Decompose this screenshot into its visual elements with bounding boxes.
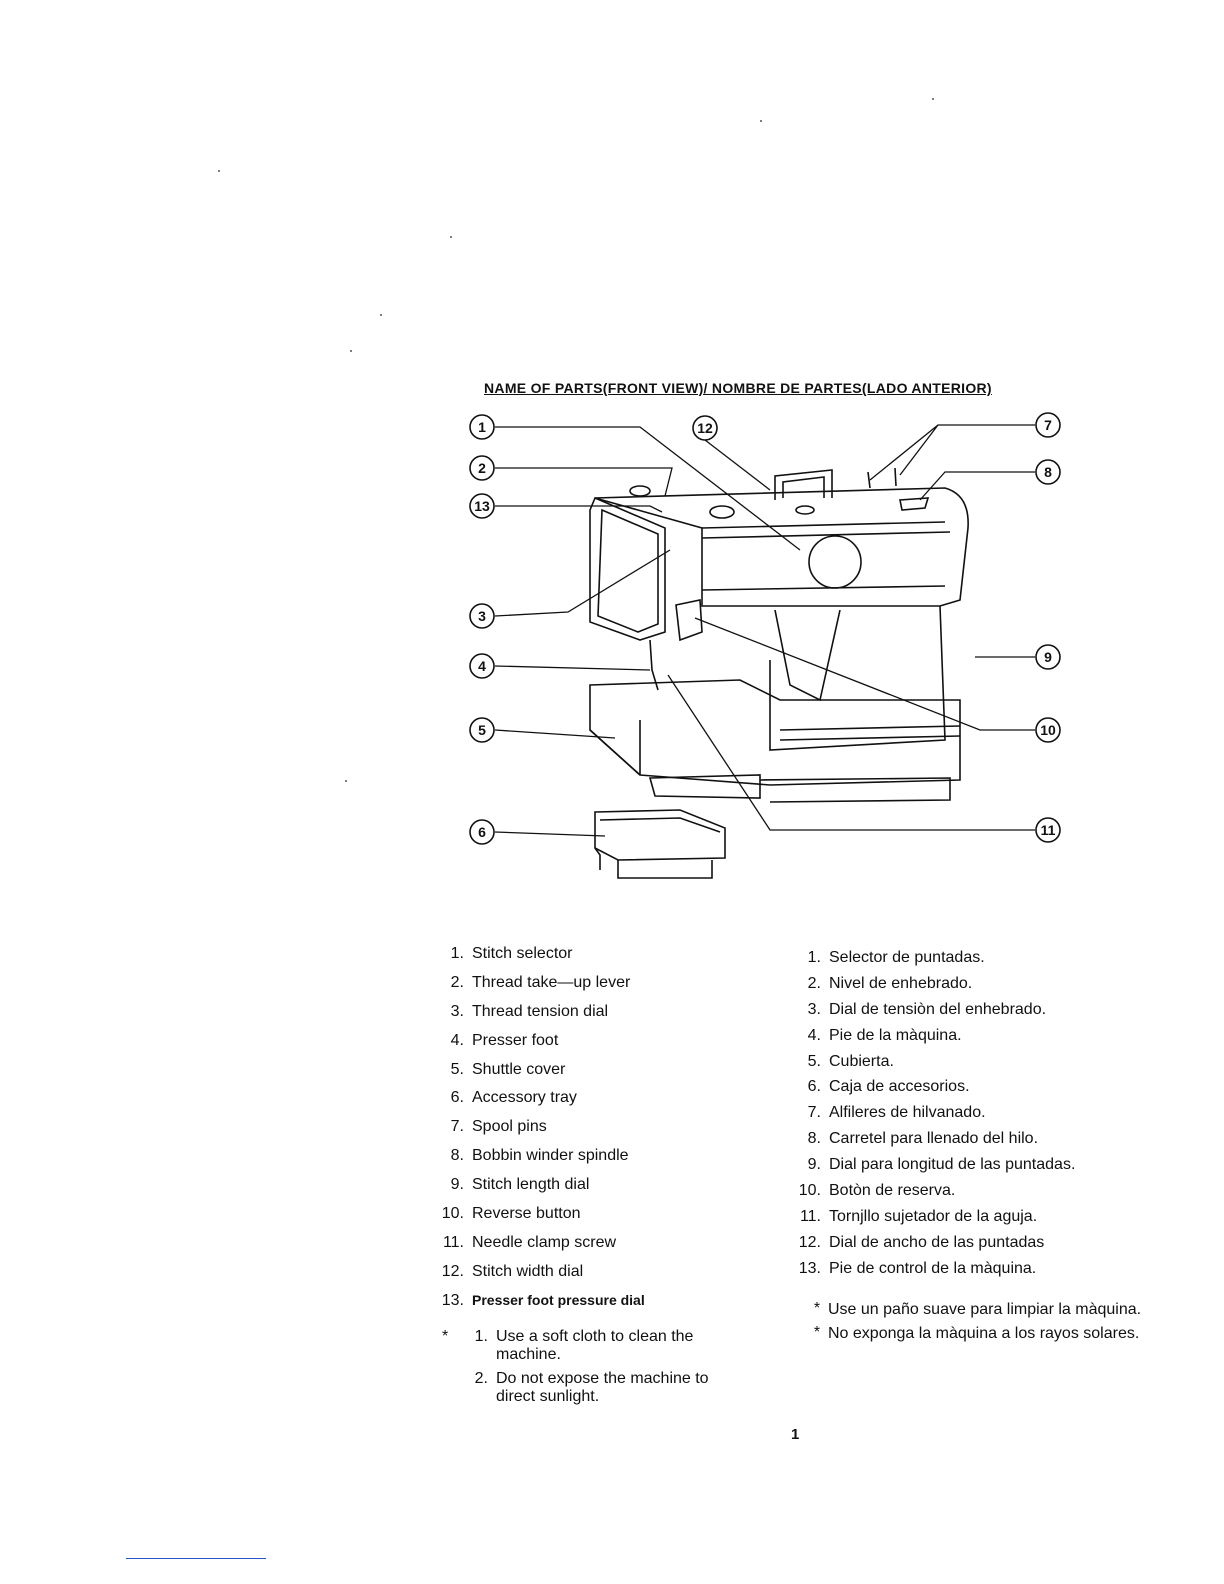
list-item: 9.Dial para longitud de las puntadas. <box>807 1156 1076 1174</box>
callout-11: 11 <box>1035 817 1061 843</box>
bullet-icon: * <box>813 1324 821 1341</box>
callout-12: 12 <box>692 415 718 441</box>
callout-4-label: 4 <box>478 658 486 674</box>
parts-list-english: 1.Stitch selector 2.Thread take—up lever… <box>430 945 760 1321</box>
list-item: 13.Pie de control de la màquina. <box>798 1259 1037 1277</box>
list-item: 13.Presser foot pressure dial <box>441 1291 645 1309</box>
callout-4: 4 <box>469 653 495 679</box>
callout-10: 10 <box>1035 717 1061 743</box>
list-item: 2. Do not expose the machine to direct s… <box>474 1370 709 1405</box>
callout-7-label: 7 <box>1044 417 1052 433</box>
callout-8-label: 8 <box>1044 464 1052 480</box>
list-item: 8.Carretel para llenado del hilo. <box>807 1130 1039 1148</box>
list-item: 5.Cubierta. <box>807 1052 894 1070</box>
list-item: 1.Selector de puntadas. <box>807 949 985 966</box>
list-item: 4.Pie de la màquina. <box>807 1026 962 1044</box>
callout-1: 1 <box>469 414 495 440</box>
list-item: 2.Nivel de enhebrado. <box>807 974 973 992</box>
page-number: 1 <box>791 1426 800 1443</box>
list-item: 1.Stitch selector <box>450 945 573 962</box>
scan-speck <box>218 170 220 172</box>
scan-speck <box>350 350 352 352</box>
leader-lines <box>494 424 1035 837</box>
sewing-machine-diagram: 1 2 13 3 4 5 6 12 7 8 9 10 11 <box>469 412 1061 879</box>
scan-speck <box>380 314 382 316</box>
list-item: 3.Dial de tensiòn del enhebrado. <box>807 1000 1047 1018</box>
callout-12-label: 12 <box>697 420 713 436</box>
callout-5-label: 5 <box>478 722 486 738</box>
callouts: 1 2 13 3 4 5 6 12 7 8 9 10 11 <box>469 412 1061 845</box>
list-item: 7.Alfileres de hilvanado. <box>807 1104 986 1122</box>
callout-2: 2 <box>469 455 495 481</box>
list-item: 12.Stitch width dial <box>441 1262 584 1280</box>
callout-10-label: 10 <box>1040 722 1056 738</box>
list-item: * 1. Use a soft cloth to clean the machi… <box>442 1328 694 1363</box>
callout-3-label: 3 <box>478 608 486 624</box>
notes-spanish: * Use un paño suave para limpiar la màqu… <box>806 1300 1166 1348</box>
callout-2-label: 2 <box>478 460 486 476</box>
callout-6: 6 <box>469 819 495 845</box>
list-item: 6.Accessory tray <box>450 1089 577 1107</box>
callout-6-label: 6 <box>478 824 486 840</box>
bullet-icon: * <box>442 1328 449 1345</box>
callout-8: 8 <box>1035 459 1061 485</box>
list-item: 10.Reverse button <box>441 1205 581 1223</box>
callout-9: 9 <box>1035 644 1061 670</box>
scan-speck <box>345 780 347 782</box>
list-item: 4.Presser foot <box>450 1031 559 1049</box>
scan-speck <box>450 236 452 238</box>
footer-rule <box>126 1558 266 1559</box>
callout-9-label: 9 <box>1044 649 1052 665</box>
scan-speck <box>760 120 762 122</box>
callout-7: 7 <box>1035 412 1061 438</box>
callout-11-label: 11 <box>1041 822 1056 838</box>
notes-english: * 1. Use a soft cloth to clean the machi… <box>442 1328 762 1412</box>
list-item: 8.Bobbin winder spindle <box>450 1147 629 1165</box>
list-item: 11.Tornjllo sujetador de la aguja. <box>799 1207 1038 1225</box>
list-item: 6.Caja de accesorios. <box>807 1078 970 1096</box>
list-item: 2.Thread take—up lever <box>450 973 631 991</box>
list-item: 10.Botòn de reserva. <box>798 1182 956 1200</box>
list-item: 7.Spool pins <box>450 1118 547 1136</box>
callout-13-label: 13 <box>474 498 490 514</box>
scan-speck <box>932 98 934 100</box>
callout-5: 5 <box>469 717 495 743</box>
list-item: * Use un paño suave para limpiar la màqu… <box>806 1300 1166 1320</box>
list-item: * No exponga la màquina a los rayos sola… <box>806 1324 1166 1344</box>
callout-1-label: 1 <box>478 419 486 435</box>
list-item: 12.Dial de ancho de las puntadas <box>798 1233 1045 1251</box>
parts-list-spanish: 1.Selector de puntadas. 2.Nivel de enheb… <box>790 949 1170 1286</box>
list-item: 5.Shuttle cover <box>450 1060 566 1078</box>
bullet-icon: * <box>813 1300 821 1317</box>
callout-13: 13 <box>469 493 495 519</box>
list-item: 3.Thread tension dial <box>450 1002 609 1020</box>
machine-drawing <box>589 467 969 879</box>
callout-3: 3 <box>469 603 495 629</box>
list-item: 9.Stitch length dial <box>450 1176 590 1194</box>
list-item: 11.Needle clamp screw <box>442 1233 617 1251</box>
page-title: NAME OF PARTS(FRONT VIEW)/ NOMBRE DE PAR… <box>484 380 992 396</box>
